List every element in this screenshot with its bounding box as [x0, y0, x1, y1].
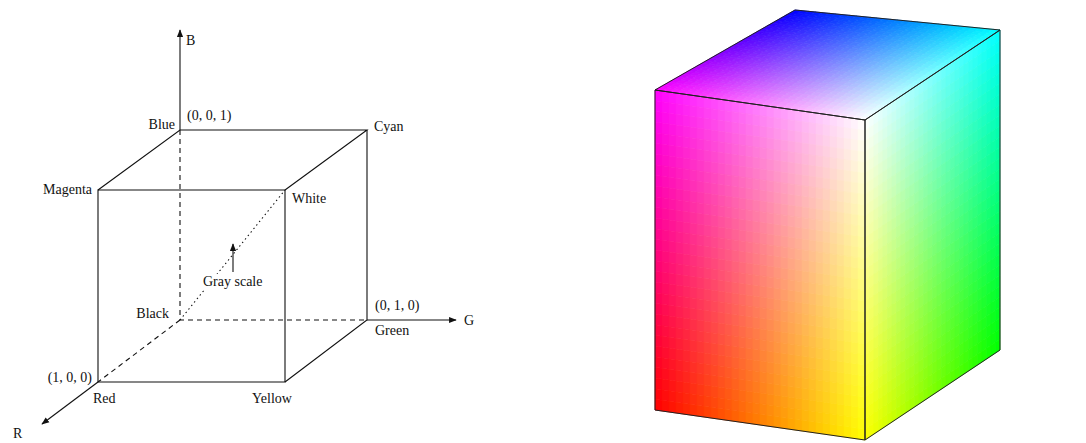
front-face — [98, 190, 285, 382]
cube-label: Red — [92, 391, 117, 406]
right-face — [865, 30, 1000, 440]
cube-outline — [655, 10, 1000, 440]
right-face — [285, 130, 367, 382]
cube-label: (1, 0, 0) — [47, 370, 93, 385]
cube-label: (0, 0, 1) — [186, 108, 232, 123]
pointer-arrow — [232, 244, 233, 272]
cube-label: Magenta — [42, 182, 93, 197]
cube-label: B — [185, 33, 196, 48]
cube-label: Blue — [148, 117, 176, 132]
b-axis — [179, 30, 180, 130]
cube-label: Cyan — [373, 119, 405, 134]
cube-label: Green — [374, 323, 410, 338]
cube-label: Yellow — [251, 391, 293, 406]
cube-label: Black — [135, 306, 170, 321]
top-face — [98, 130, 367, 190]
hidden-edge — [98, 320, 180, 382]
cube-label: R — [12, 426, 23, 441]
cube-label: (0, 1, 0) — [374, 298, 420, 313]
gray-diagonal — [180, 190, 285, 320]
hidden-edge — [180, 130, 367, 320]
r-axis — [42, 382, 98, 424]
cube-label: White — [291, 191, 327, 206]
g-axis — [367, 319, 456, 320]
front-face — [655, 90, 865, 440]
cube-label: G — [463, 313, 475, 328]
cube-label: Gray scale — [202, 274, 263, 289]
